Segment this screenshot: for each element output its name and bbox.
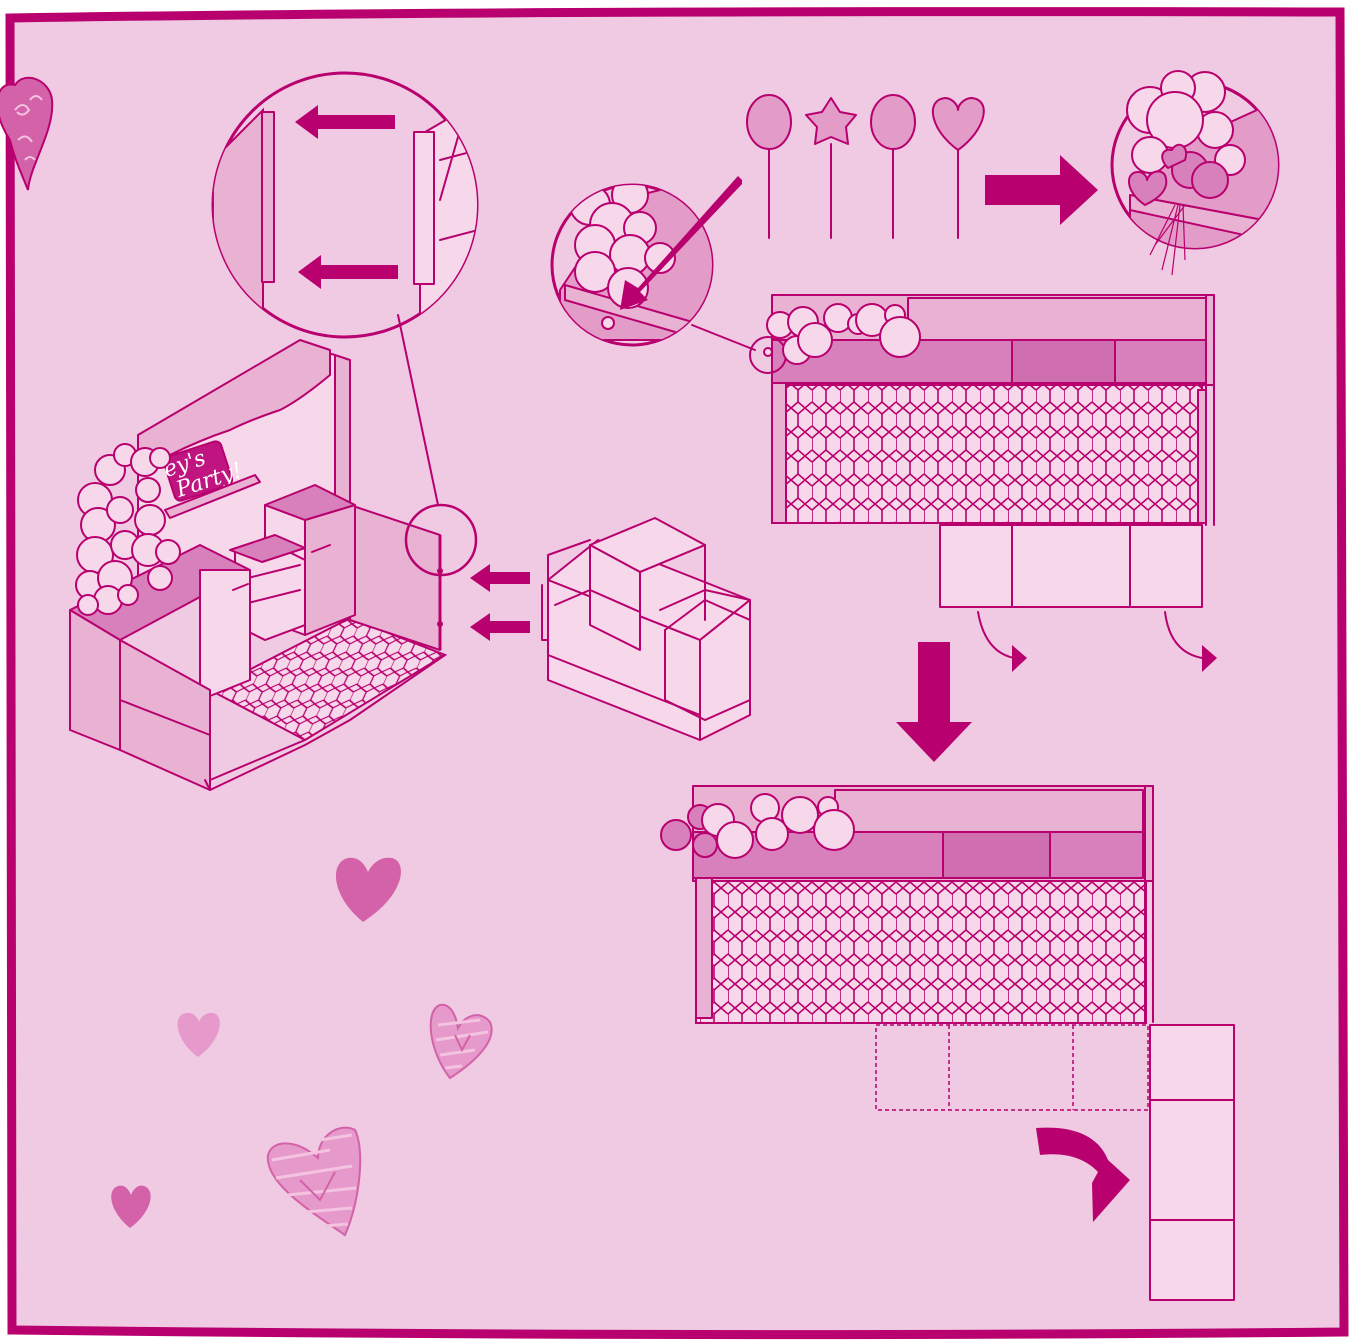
striped-heart-icon [266,1126,362,1237]
heart-icon [335,857,401,922]
top-view-upper [749,294,1217,672]
balloon-garland [75,443,181,616]
balloon-icons [746,94,985,239]
down-arrow-icon [896,642,972,762]
striped-heart-icon [429,1003,493,1080]
curved-arrow-icon [1036,1127,1130,1222]
heart-icon [177,1012,220,1057]
top-view-lower [660,785,1235,1301]
decorative-hearts [111,857,493,1237]
balloon-bouquet-callout [1110,70,1280,276]
magnifier-callout-icon [211,71,479,506]
insert-arrow-icon [470,564,530,592]
insert-arrow-icon [470,613,530,641]
swirl-heart-icon [0,76,54,191]
shelving-unit [541,517,751,741]
party-booth-assembly: ey's Party! [69,339,478,791]
right-arrow-icon [985,155,1098,225]
heart-icon [111,1185,151,1228]
